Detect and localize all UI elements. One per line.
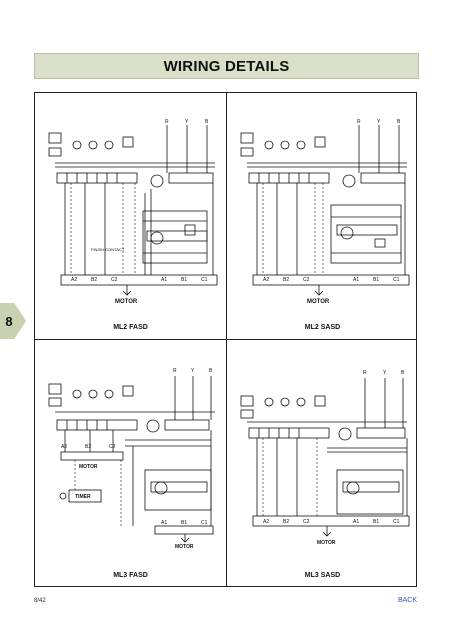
diagram-ml3-fasd: R Y B A2 B2 C2 MOTOR TIMER A1 B1 C1 MOTO… [35,340,226,587]
terminal-b-label: B [205,119,209,125]
terminal-b2-label: B2 [91,277,97,283]
motor-label-mid: MOTOR [79,464,98,470]
diagram-ml2-fasd: R Y B FINISH CONTACT A2 B2 C2 A1 B1 C1 M… [35,93,226,339]
terminal-c1-label: C1 [393,519,400,525]
terminal-r-label: R [357,119,361,125]
terminal-b-label: B [397,119,401,125]
page-header: WIRING DETAILS [34,53,419,79]
diagram-ml3-sasd: R Y B A2 B2 C2 A1 B1 C1 MOTOR ML3 SASD [227,340,418,587]
terminal-b-label: B [209,368,213,374]
terminal-a2-label: A2 [71,277,77,283]
terminal-a1-label: A1 [161,520,167,526]
terminal-a1-label: A1 [161,277,167,283]
diagram-ml2-sasd: R Y B A2 B2 C2 A1 B1 C1 MOTOR ML2 SASD [227,93,418,339]
terminal-r-label: R [165,119,169,125]
wiring-schematic-ml3-sasd: R Y B A2 B2 C2 A1 B1 C1 MOTOR [240,370,410,546]
terminal-b2-label: B2 [85,444,91,450]
terminal-b1-label: B1 [373,277,379,283]
diagram-grid: R Y B FINISH CONTACT A2 B2 C2 A1 B1 C1 M… [34,92,417,587]
terminal-y-label: Y [191,368,195,374]
terminal-c2-label: C2 [111,277,118,283]
terminal-b2-label: B2 [283,277,289,283]
diagram-caption-ml2-fasd: ML2 FASD [113,324,148,331]
terminal-r-label: R [363,370,367,376]
terminal-c1-label: C1 [201,277,208,283]
terminal-a2-label: A2 [61,444,67,450]
terminal-y-label: Y [383,370,387,376]
wiring-schematic-ml2-fasd: R Y B FINISH CONTACT A2 B2 C2 A1 B1 C1 M… [48,119,218,305]
terminal-a1-label: A1 [353,277,359,283]
wiring-schematic-ml2-sasd: R Y B A2 B2 C2 A1 B1 C1 MOTOR [240,119,410,305]
section-number: 8 [5,313,13,329]
terminal-a1-label: A1 [353,519,359,525]
terminal-c2-label: C2 [303,277,310,283]
terminal-b1-label: B1 [181,520,187,526]
terminal-c2-label: C2 [303,519,310,525]
wiring-schematic-ml3-fasd: R Y B A2 B2 C2 MOTOR TIMER A1 B1 C1 MOTO… [48,368,215,550]
motor-label: MOTOR [175,544,194,550]
diagram-caption-ml2-sasd: ML2 SASD [304,324,341,331]
page-title: WIRING DETAILS [163,57,290,75]
back-link[interactable]: BACK [397,597,417,604]
terminal-y-label: Y [377,119,381,125]
grid-divider-horizontal [35,339,416,340]
timer-label: TIMER [75,494,91,500]
terminal-b2-label: B2 [283,519,289,525]
terminal-c1-label: C1 [201,520,208,526]
motor-label: MOTOR [115,299,138,305]
terminal-c1-label: C1 [393,277,400,283]
terminal-c2-label: C2 [109,444,116,450]
terminal-a2-label: A2 [263,519,269,525]
terminal-b1-label: B1 [373,519,379,525]
diagram-caption-ml3-sasd: ML3 SASD [304,572,341,579]
terminal-r-label: R [173,368,177,374]
terminal-a2-label: A2 [263,277,269,283]
terminal-b1-label: B1 [181,277,187,283]
motor-label: MOTOR [307,299,330,305]
page-number: 8/42 [34,598,46,604]
terminal-b-label: B [401,370,405,376]
motor-label: MOTOR [317,540,336,546]
finish-contact-note: FINISH CONTACT [91,247,125,252]
terminal-y-label: Y [185,119,189,125]
diagram-caption-ml3-fasd: ML3 FASD [113,572,148,579]
